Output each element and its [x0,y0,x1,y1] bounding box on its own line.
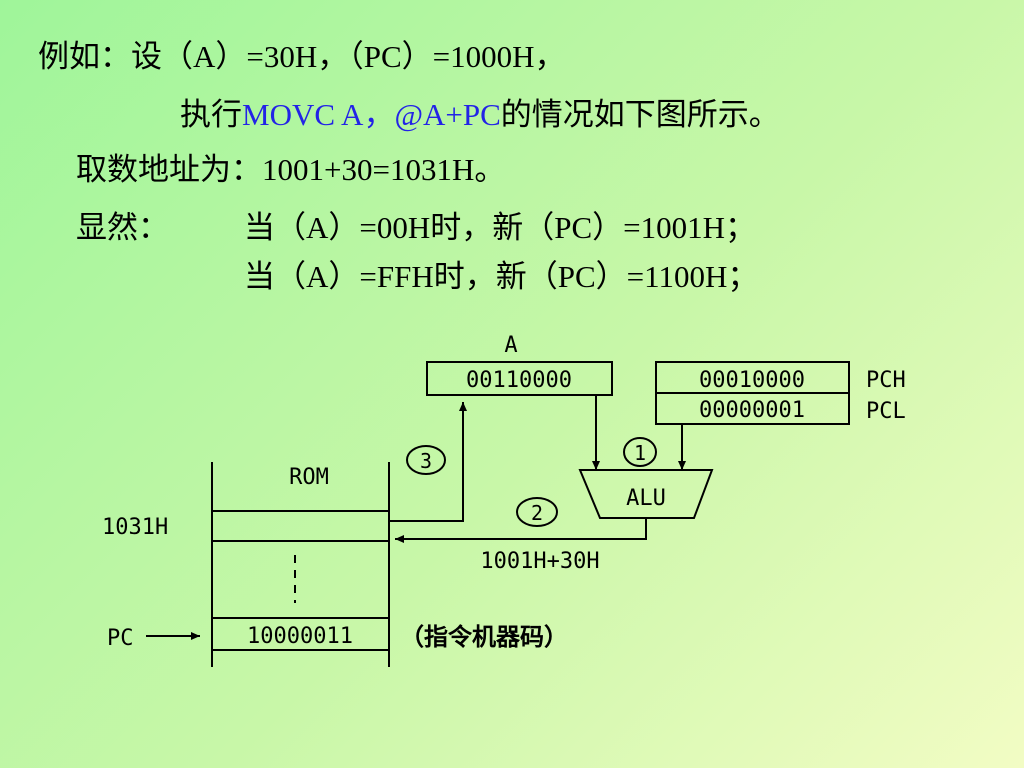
step3-circle [406,445,446,475]
alu-to-rom-arrow [395,518,647,543]
alu-label: ALU [626,486,666,511]
pch-label: PCH [866,368,906,393]
pc-pointer-label: PC [107,626,134,651]
case2-line: 当（A）=FFH时，新（PC）=1100H； [244,257,758,297]
step1-number: 1 [634,441,646,465]
address-label: 1031H [102,515,168,540]
calc-label: 1001H+30H [480,549,599,574]
execute-line: 执行MOVC A，@A+PC的情况如下图所示。 [180,95,780,135]
a-register-label: A [504,333,517,358]
step2-circle [516,497,558,527]
a-register-box [426,361,613,396]
step2-number: 2 [531,501,543,525]
rom-label: ROM [289,465,329,490]
pch-value: 00010000 [699,368,805,393]
address-line: 取数地址为：1001+30=1031H。 [76,150,505,190]
alu-block [578,469,714,519]
a-register-value: 00110000 [466,368,572,393]
step3-number: 3 [420,449,432,473]
pcl-label: PCL [866,399,906,424]
execute-suffix: 的情况如下图所示。 [500,97,780,132]
step1-circle [623,437,657,467]
obvious-text: 显然： [76,210,169,245]
example-line: 例如：设（A）=30H，（PC）=1000H， [38,37,566,77]
execute-prefix: 执行 [180,97,242,132]
rom-to-a-arrow [390,402,467,522]
case2-text: 当（A）=FFH时，新（PC）=1100H； [244,259,759,294]
obvious-label: 显然： [76,208,169,248]
case1-line: 当（A）=00H时，新（PC）=1001H； [244,208,756,248]
case1-text: 当（A）=00H时，新（PC）=1001H； [244,210,757,245]
pcl-value: 00000001 [699,398,805,423]
rom-code-value: 10000011 [247,624,353,649]
address-text: 取数地址为：1001+30=1031H。 [76,152,506,187]
instruction-text: MOVC A，@A+PC [242,97,501,132]
code-note: （指令机器码） [400,623,568,651]
example-text: 例如：设（A）=30H，（PC）=1000H， [38,39,566,74]
